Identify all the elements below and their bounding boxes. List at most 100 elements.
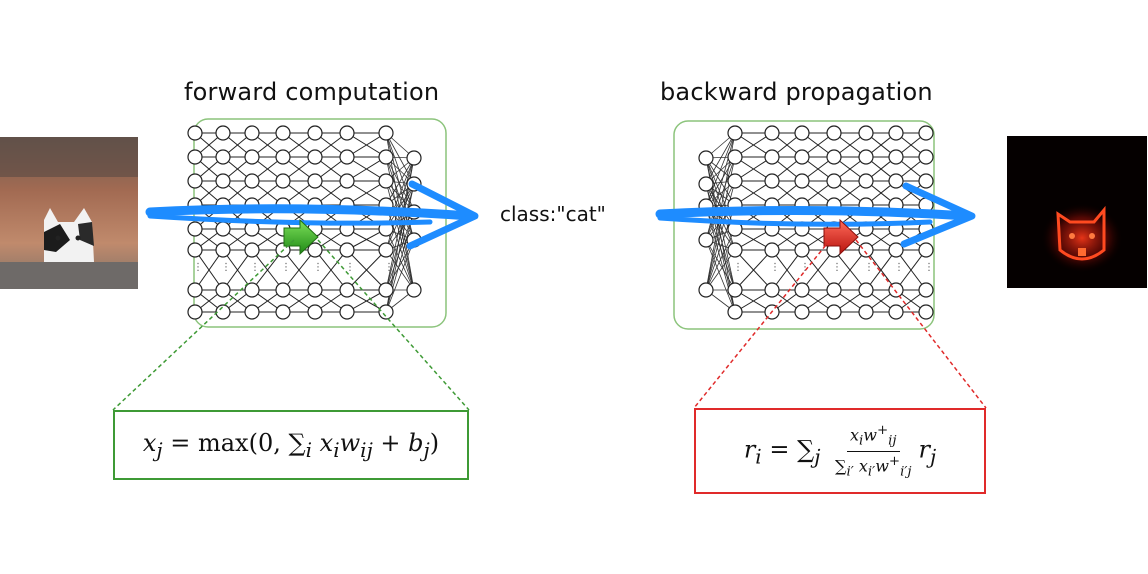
backward-formula-box: ri = ∑j xiw+ij ∑i′ xi′w+i′j rj: [694, 408, 986, 494]
forward-neuron: [275, 149, 291, 165]
backward-ellipsis-mark: ⋮: [800, 262, 810, 273]
backward-zoom-connectors: [693, 239, 987, 409]
backward-neuron: [794, 242, 810, 258]
backward-neuron: [826, 304, 842, 320]
backward-neuron: [888, 173, 904, 189]
forward-neuron: [275, 282, 291, 298]
backward-neuron: [826, 173, 842, 189]
forward-neuron: [244, 125, 260, 141]
forward-neuron: [307, 242, 323, 258]
forward-neuron: [307, 149, 323, 165]
backward-network-box: [673, 120, 935, 330]
backward-ellipsis-mark: ⋮: [733, 262, 743, 273]
backward-neuron: [826, 125, 842, 141]
backward-neuron: [858, 282, 874, 298]
backward-neuron: [858, 304, 874, 320]
forward-neuron: [244, 149, 260, 165]
cat-photo: [0, 137, 138, 289]
forward-neuron: [187, 149, 203, 165]
backward-neuron: [727, 125, 743, 141]
backward-neuron: [794, 173, 810, 189]
forward-neuron: [339, 304, 355, 320]
backward-neuron: [918, 125, 934, 141]
forward-neuron: [187, 125, 203, 141]
backward-neuron: [727, 242, 743, 258]
forward-ellipsis-mark: ⋮: [345, 262, 355, 273]
forward-neuron: [187, 242, 203, 258]
forward-flow-arrow: [145, 180, 479, 250]
forward-neuron: [215, 221, 231, 237]
forward-neuron: [378, 149, 394, 165]
forward-ellipsis-mark: ⋮: [193, 262, 203, 273]
backward-neuron: [918, 173, 934, 189]
backward-neuron: [826, 282, 842, 298]
backward-neuron: [794, 149, 810, 165]
backward-neuron: [888, 242, 904, 258]
backward-neuron: [918, 304, 934, 320]
forward-ellipsis-mark: ⋮: [281, 262, 291, 273]
backward-neuron: [727, 149, 743, 165]
forward-neuron: [378, 304, 394, 320]
backward-ellipsis-mark: ⋮: [832, 262, 842, 273]
forward-neuron: [244, 282, 260, 298]
forward-neuron: [307, 125, 323, 141]
forward-neuron: [275, 173, 291, 189]
forward-ellipsis-mark: ⋮: [313, 262, 323, 273]
backward-ellipsis-mark: ⋮: [770, 262, 780, 273]
backward-output-neuron: [698, 232, 714, 248]
forward-neuron: [187, 304, 203, 320]
backward-neuron: [858, 173, 874, 189]
forward-neuron: [307, 173, 323, 189]
backward-neuron: [764, 282, 780, 298]
forward-neuron: [339, 242, 355, 258]
forward-output-neuron: [406, 150, 422, 166]
forward-ellipsis-mark: ⋮: [384, 262, 394, 273]
relevance-heatmap: [1007, 136, 1147, 288]
forward-title: forward computation: [184, 78, 440, 106]
forward-ellipsis-mark: ⋮: [250, 262, 260, 273]
forward-neuron: [215, 125, 231, 141]
forward-neuron: [215, 304, 231, 320]
forward-formula-box: xj = max(0, ∑i xiwij + bj): [113, 410, 469, 480]
backward-neuron: [794, 125, 810, 141]
forward-neuron: [215, 282, 231, 298]
backward-neuron: [727, 173, 743, 189]
backward-neuron: [764, 173, 780, 189]
backward-output-neuron: [698, 176, 714, 192]
backward-output-neuron: [698, 282, 714, 298]
backward-neuron: [918, 149, 934, 165]
forward-neuron: [187, 221, 203, 237]
forward-neuron: [275, 304, 291, 320]
backward-neuron: [794, 304, 810, 320]
backward-step-arrow-icon: [823, 218, 859, 256]
backward-neuron: [888, 125, 904, 141]
forward-neuron: [339, 149, 355, 165]
backward-flow-arrow: [655, 182, 976, 248]
forward-neuron: [215, 242, 231, 258]
backward-formula: ri = ∑j xiw+ij ∑i′ xi′w+i′j rj: [743, 422, 937, 480]
forward-formula: xj = max(0, ∑i xiwij + bj): [142, 428, 440, 462]
backward-neuron: [888, 304, 904, 320]
backward-title: backward propagation: [660, 78, 933, 106]
forward-ellipsis-mark: ⋮: [221, 262, 231, 273]
backward-ellipsis-mark: ⋮: [924, 262, 934, 273]
backward-neuron: [764, 242, 780, 258]
forward-neuron: [339, 173, 355, 189]
backward-ellipsis-mark: ⋮: [894, 262, 904, 273]
backward-neuron: [918, 282, 934, 298]
backward-neuron: [888, 149, 904, 165]
backward-ellipsis-mark: ⋮: [864, 262, 874, 273]
backward-neuron: [764, 149, 780, 165]
forward-neuron: [187, 282, 203, 298]
backward-neuron: [826, 149, 842, 165]
class-label: class:"cat": [500, 202, 606, 226]
forward-neuron: [307, 304, 323, 320]
forward-neuron: [187, 173, 203, 189]
backward-neuron: [858, 149, 874, 165]
forward-neuron: [244, 221, 260, 237]
forward-neuron: [378, 125, 394, 141]
forward-neuron: [339, 125, 355, 141]
forward-neuron: [378, 173, 394, 189]
